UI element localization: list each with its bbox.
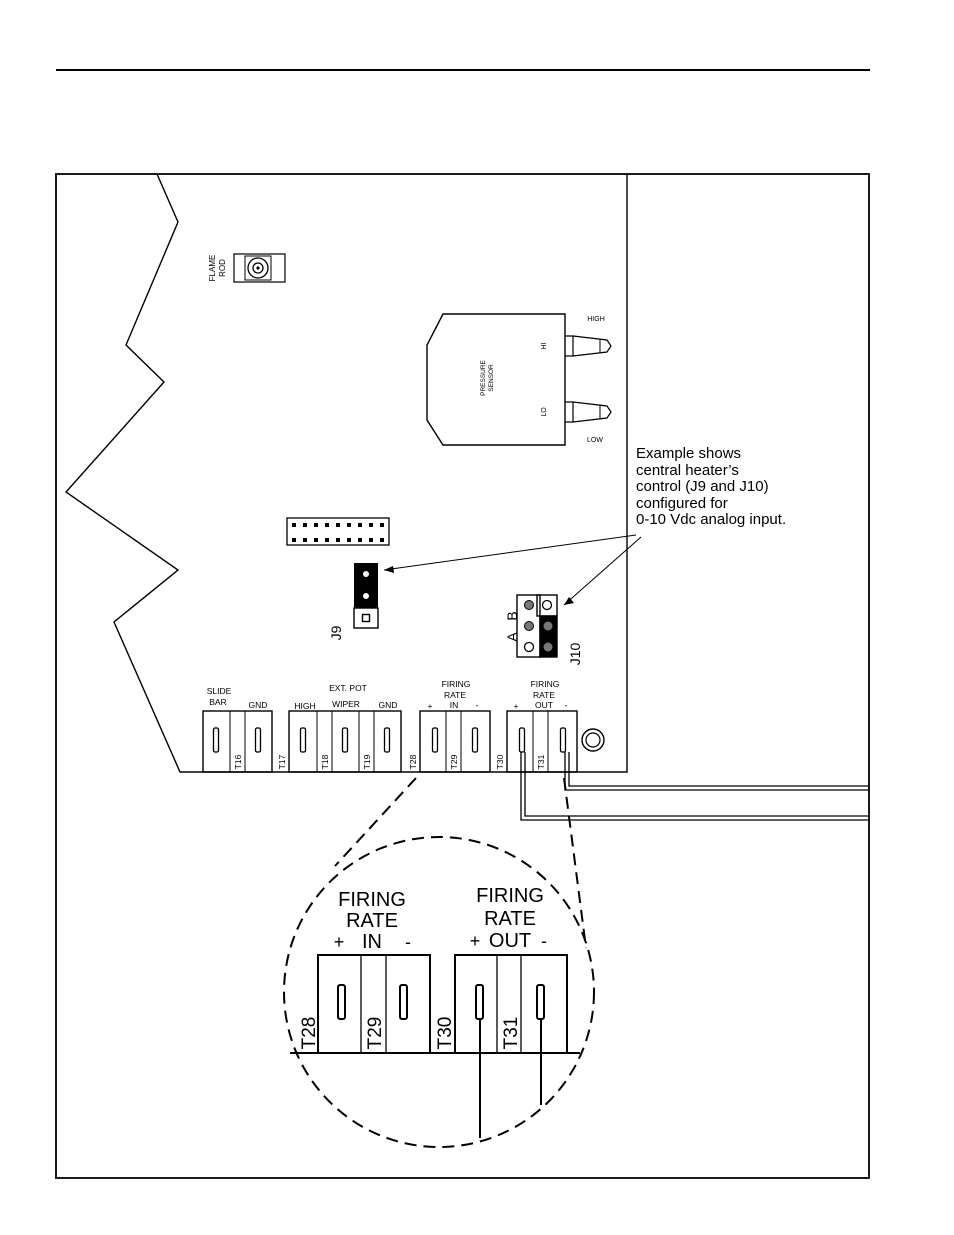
ext-pot-label: EXT. POT — [329, 683, 367, 693]
zoom-out-minus: - — [541, 931, 547, 951]
firing-rate-in-in: IN — [450, 700, 459, 710]
zoom-in-label-2: RATE — [346, 910, 398, 932]
note-line-2: central heater’s — [636, 461, 739, 479]
note-line-1: Example shows — [636, 445, 742, 462]
example-note: Example shows central heater’s control (… — [636, 445, 836, 529]
port-hi-label: HI — [541, 342, 548, 349]
j10-label: J10 — [567, 643, 583, 666]
port-lo-label: LO — [541, 407, 548, 417]
firing-rate-out-minus: - — [565, 700, 568, 710]
t18-label: T18 — [320, 754, 330, 769]
pin-header-connector-icon — [286, 517, 390, 546]
j10-b-label: B — [504, 611, 520, 620]
header-pin — [303, 523, 307, 527]
note-line-5: 0-10 Vdc analog input. — [636, 511, 787, 528]
header-pin — [314, 523, 318, 527]
low-port-label: LOW — [587, 437, 603, 444]
zoom-terminal-labels: FIRING RATE + IN - FIRING RATE + OUT - — [334, 885, 547, 953]
terminal-screw-slot — [212, 727, 220, 753]
t16-label: T16 — [233, 754, 243, 769]
header-pin — [292, 538, 296, 542]
header-pin — [369, 523, 373, 527]
header-pin — [314, 538, 318, 542]
header-pin — [292, 523, 296, 527]
control-board-outline — [64, 173, 628, 773]
figure-frame — [55, 173, 870, 1179]
header-pin — [369, 538, 373, 542]
gnd-label-1: GND — [249, 700, 268, 710]
header-pin — [358, 523, 362, 527]
j9-jumper-icon — [353, 563, 379, 629]
pressure-sensor-label-2: SENSOR — [488, 364, 495, 392]
gnd-label-2: GND — [379, 700, 398, 710]
note-line-3: control (J9 and J10) — [636, 478, 769, 495]
pressure-sensor-label-1: PRESSURE — [480, 359, 487, 395]
note-line-4: configured for — [636, 494, 728, 512]
terminal-strip — [202, 710, 605, 773]
header-pin — [325, 538, 329, 542]
header-pin — [380, 523, 384, 527]
header-pin — [325, 523, 329, 527]
zoom-out-plus: + — [470, 931, 481, 951]
high-label: HIGH — [294, 701, 315, 711]
zoom-in-plus: + — [334, 932, 345, 952]
t19-label: T19 — [362, 754, 372, 769]
firing-rate-out-wires — [520, 752, 869, 821]
header-pin — [358, 538, 362, 542]
firing-rate-in-label-2: RATE — [444, 690, 466, 700]
zoom-callout — [283, 777, 595, 1148]
firing-rate-out-plus: + — [514, 701, 519, 711]
terminal-screw-slot — [341, 727, 349, 753]
header-pin — [380, 538, 384, 542]
slide-bar-label-1: SLIDE — [207, 686, 232, 696]
t30-label: T30 — [495, 754, 505, 769]
t31-label: T31 — [536, 754, 546, 769]
wiper-label: WIPER — [332, 699, 360, 709]
firing-rate-in-minus: - — [476, 700, 479, 710]
terminal-screw-slot — [254, 727, 262, 753]
flame-rod-connector-icon — [233, 253, 286, 283]
slide-bar-label-2: BAR — [209, 697, 226, 707]
t17-label: T17 — [277, 754, 287, 769]
j9-label: J9 — [328, 625, 344, 640]
zoom-t28-label: T28 — [299, 1017, 320, 1050]
header-pin — [347, 523, 351, 527]
high-port-label: HIGH — [587, 316, 605, 323]
zoom-in-in: IN — [362, 931, 382, 953]
t29-label: T29 — [449, 754, 459, 769]
terminal-screw-slot — [518, 727, 526, 753]
terminal-screw-slot — [431, 727, 439, 753]
firing-rate-out-label-2: RATE — [533, 690, 555, 700]
flame-rod-label-1: FLAME — [208, 255, 217, 282]
header-pin — [347, 538, 351, 542]
pressure-sensor-icon — [426, 313, 612, 446]
zoom-t31-label: T31 — [501, 1017, 522, 1050]
header-pin — [336, 538, 340, 542]
flame-rod-label-2: ROD — [218, 259, 227, 277]
j10-jumper-icon — [516, 594, 558, 658]
header-pin — [336, 523, 340, 527]
firing-rate-out-label-1: FIRING — [531, 679, 560, 689]
terminal-screw-slot — [559, 727, 567, 753]
zoom-t30-label: T30 — [435, 1017, 456, 1050]
firing-rate-out-out: OUT — [535, 700, 553, 710]
zoom-out-out: OUT — [489, 930, 531, 952]
terminal-screw-slot — [383, 727, 391, 753]
firing-rate-in-plus: + — [428, 701, 433, 711]
firing-rate-in-label-1: FIRING — [442, 679, 471, 689]
zoom-in-minus: - — [405, 932, 411, 952]
zoom-in-label-1: FIRING — [338, 889, 406, 911]
zoom-out-label-1: FIRING — [476, 885, 544, 907]
header-pin — [303, 538, 307, 542]
t28-label: T28 — [408, 754, 418, 769]
zoom-t29-label: T29 — [365, 1017, 386, 1050]
terminal-screw-slot — [471, 727, 479, 753]
j10-a-label: A — [504, 632, 520, 642]
terminal-screw-slot — [299, 727, 307, 753]
terminal-labels: SLIDE BAR GND EXT. POT HIGH WIPER GND FI… — [207, 679, 568, 711]
zoom-terminal-blocks — [290, 954, 580, 1138]
zoom-out-label-2: RATE — [484, 908, 536, 930]
callout-arrows — [383, 534, 642, 606]
